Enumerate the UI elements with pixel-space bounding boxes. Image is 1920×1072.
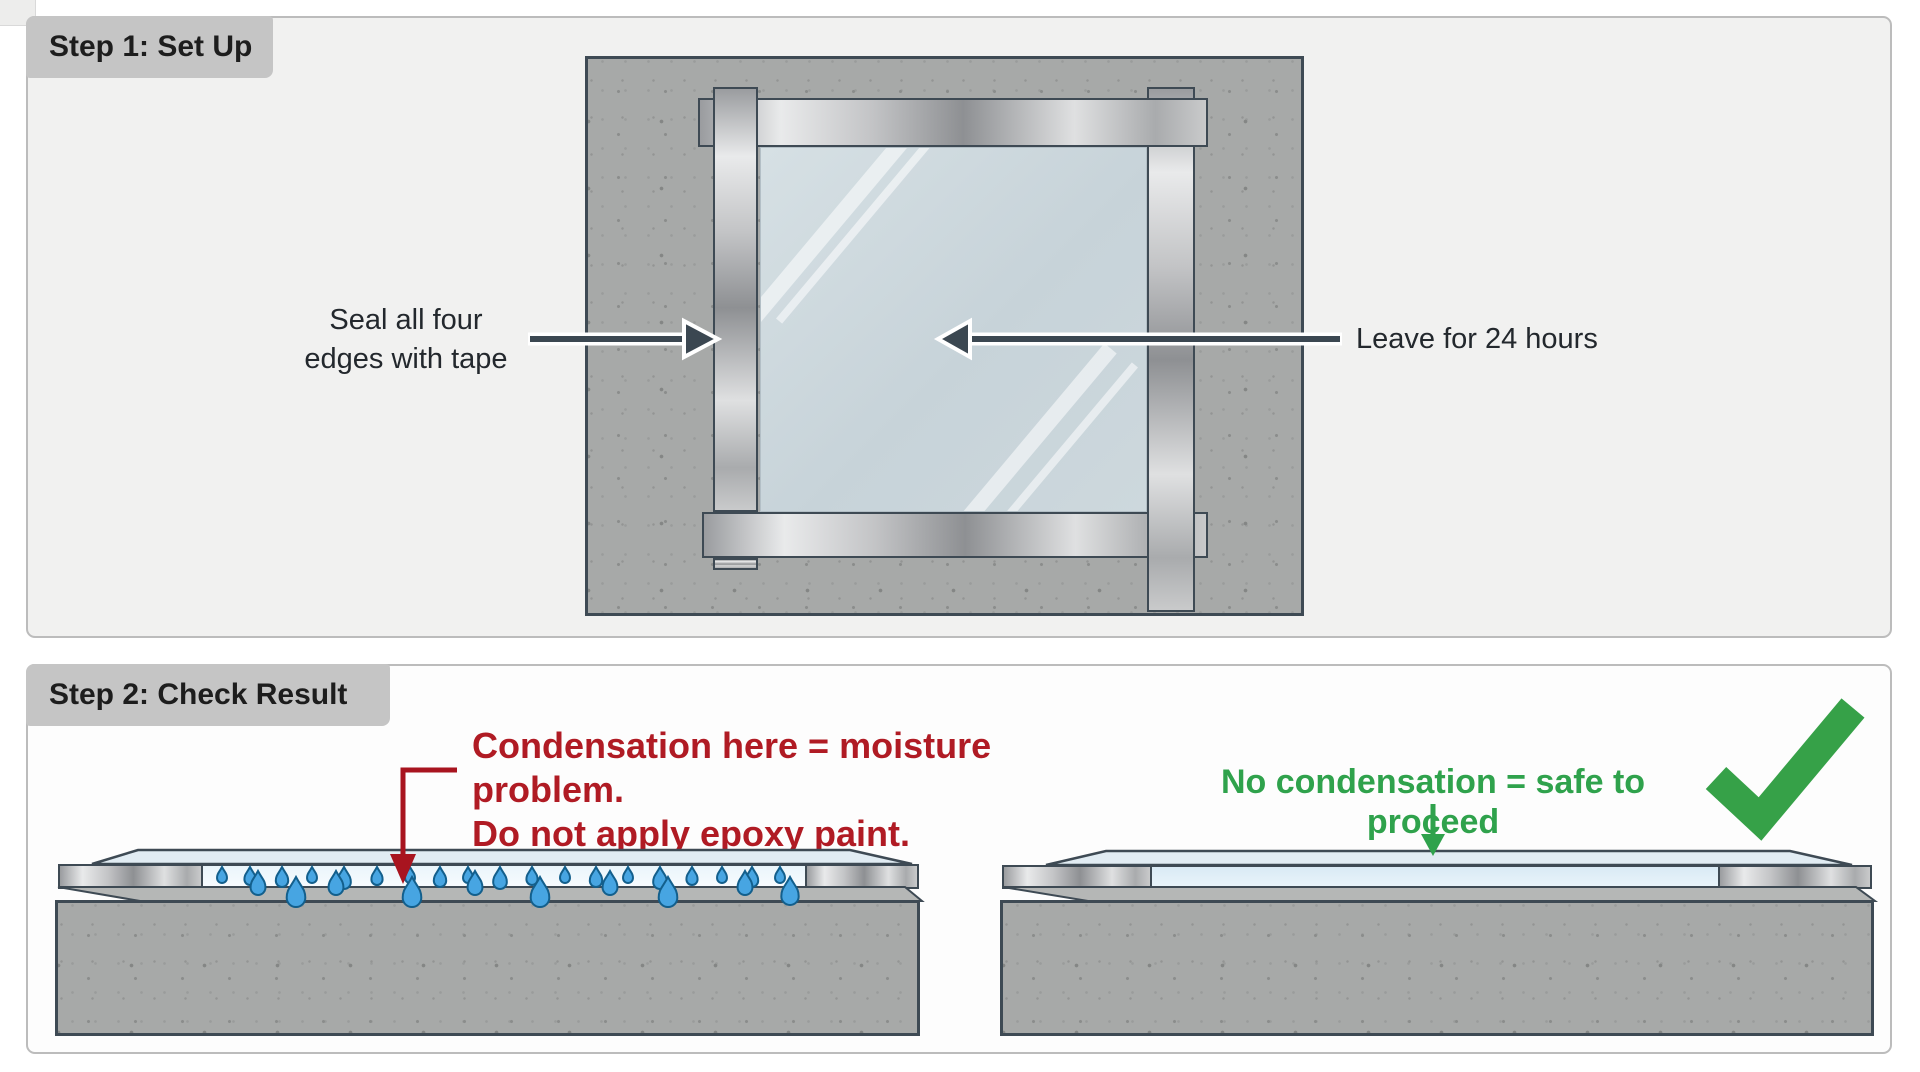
plastic-sheet (760, 147, 1147, 512)
step1-badge-label: Step 1: Set Up (49, 30, 253, 63)
corner-artifact (0, 0, 36, 26)
xsection-right-tape-right (1718, 865, 1872, 889)
label-seal-edges-line2: edges with tape (304, 343, 508, 375)
label-seal-edges-line1: Seal all four (329, 304, 483, 336)
condensation-gap (201, 864, 807, 889)
xsection-left-tape-left (58, 864, 203, 889)
warning-label: Condensation here = moisture problem. Do… (472, 724, 1112, 856)
tape-left-stub (713, 558, 758, 570)
label-leave-24h: Leave for 24 hours (1356, 320, 1696, 359)
label-leave-24h-text: Leave for 24 hours (1356, 323, 1598, 355)
tape-right (1147, 87, 1195, 612)
tape-bottom (702, 512, 1208, 558)
ok-label: No condensation = safe to proceed (1183, 762, 1683, 842)
slab-dry (1000, 900, 1874, 1036)
xsection-right-tape-left (1002, 865, 1152, 889)
ok-label-text: No condensation = safe to proceed (1220, 763, 1646, 841)
step2-badge: Step 2: Check Result (26, 664, 390, 726)
xsection-left-tape-right (805, 864, 919, 889)
step1-badge: Step 1: Set Up (26, 16, 273, 78)
dry-sheet-gap (1150, 865, 1720, 889)
label-seal-edges: Seal all four edges with tape (256, 301, 556, 379)
tape-top (698, 98, 1208, 147)
warning-label-line1: Condensation here = moisture problem. (472, 725, 992, 810)
sheet-shine-streak (776, 148, 930, 324)
warning-label-line2: Do not apply epoxy paint. (472, 813, 911, 854)
sheet-shine-streak (984, 362, 1138, 511)
slab-with-condensation (55, 900, 920, 1036)
step2-badge-label: Step 2: Check Result (49, 678, 348, 711)
tape-left (713, 87, 758, 512)
